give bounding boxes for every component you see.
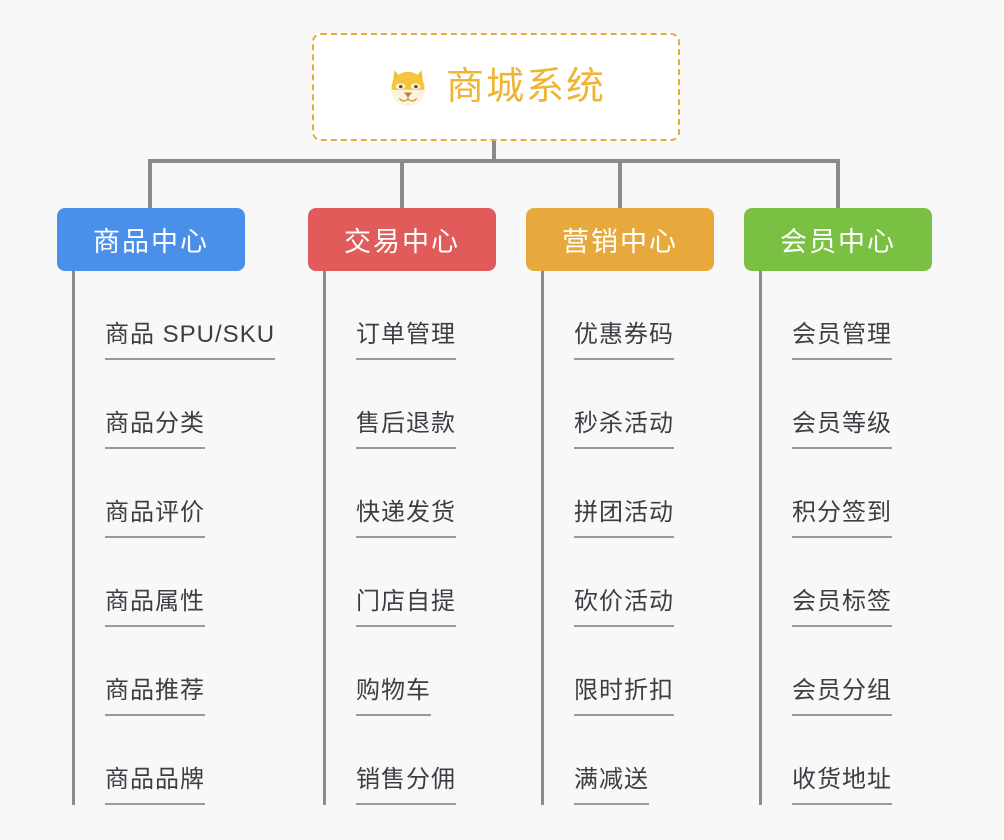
leaf-item[interactable]: 会员等级 xyxy=(759,360,932,449)
leaf-item[interactable]: 优惠券码 xyxy=(541,271,714,360)
connector-drop-4 xyxy=(836,159,840,209)
leaf-item[interactable]: 拼团活动 xyxy=(541,449,714,538)
connector-drop-2 xyxy=(400,159,404,209)
leaf-label: 优惠券码 xyxy=(574,323,674,360)
leaf-item[interactable]: 快递发货 xyxy=(323,449,496,538)
leaf-item[interactable]: 会员标签 xyxy=(759,538,932,627)
connector-horizontal-bar xyxy=(148,159,840,163)
connector-spine-1 xyxy=(72,271,75,805)
leaf-list-3: 优惠券码 秒杀活动 拼团活动 砍价活动 限时折扣 满减送 xyxy=(541,271,714,805)
branch-header-4[interactable]: 会员中心 xyxy=(744,208,932,271)
leaf-label: 会员管理 xyxy=(792,323,892,360)
leaf-list-2: 订单管理 售后退款 快递发货 门店自提 购物车 销售分佣 xyxy=(323,271,496,805)
leaf-item[interactable]: 限时折扣 xyxy=(541,627,714,716)
leaf-item[interactable]: 售后退款 xyxy=(323,360,496,449)
leaf-item[interactable]: 商品评价 xyxy=(72,449,245,538)
leaf-label: 快递发货 xyxy=(356,501,456,538)
leaf-label: 会员标签 xyxy=(792,590,892,627)
leaf-label: 砍价活动 xyxy=(574,590,674,627)
connector-root-stem xyxy=(492,141,496,163)
leaf-item[interactable]: 购物车 xyxy=(323,627,496,716)
leaf-label: 商品分类 xyxy=(105,412,205,449)
leaf-label: 会员等级 xyxy=(792,412,892,449)
leaf-item[interactable]: 秒杀活动 xyxy=(541,360,714,449)
leaf-item[interactable]: 满减送 xyxy=(541,716,714,805)
leaf-label: 拼团活动 xyxy=(574,501,674,538)
leaf-item[interactable]: 积分签到 xyxy=(759,449,932,538)
leaf-label: 售后退款 xyxy=(356,412,456,449)
leaf-label: 购物车 xyxy=(356,679,431,716)
branch-column-2: 交易中心 订单管理 售后退款 快递发货 门店自提 购物车 销售分佣 xyxy=(308,208,496,805)
connector-spine-2 xyxy=(323,271,326,805)
leaf-label: 商品评价 xyxy=(105,501,205,538)
leaf-label: 收货地址 xyxy=(792,768,892,805)
leaf-label: 销售分佣 xyxy=(356,768,456,805)
leaf-item[interactable]: 商品属性 xyxy=(72,538,245,627)
branch-column-3: 营销中心 优惠券码 秒杀活动 拼团活动 砍价活动 限时折扣 满减送 xyxy=(526,208,714,805)
leaf-item[interactable]: 商品 SPU/SKU xyxy=(72,271,276,360)
leaf-label: 秒杀活动 xyxy=(574,412,674,449)
connector-drop-1 xyxy=(148,159,152,209)
connector-spine-3 xyxy=(541,271,544,805)
leaf-label: 商品 SPU/SKU xyxy=(105,323,276,360)
leaf-item[interactable]: 会员分组 xyxy=(759,627,932,716)
branch-header-1[interactable]: 商品中心 xyxy=(57,208,245,271)
root-node-title: 商城系统 xyxy=(445,66,606,108)
leaf-label: 门店自提 xyxy=(356,590,456,627)
leaf-label: 订单管理 xyxy=(356,323,456,360)
leaf-label: 商品品牌 xyxy=(105,768,205,805)
branch-column-1: 商品中心 商品 SPU/SKU 商品分类 商品评价 商品属性 商品推荐 商品品牌 xyxy=(57,208,276,805)
leaf-label: 商品推荐 xyxy=(105,679,205,716)
leaf-label: 满减送 xyxy=(574,768,649,805)
leaf-item[interactable]: 砍价活动 xyxy=(541,538,714,627)
leaf-label: 会员分组 xyxy=(792,679,892,716)
leaf-label: 限时折扣 xyxy=(574,679,674,716)
branch-header-2[interactable]: 交易中心 xyxy=(308,208,496,271)
branch-column-4: 会员中心 会员管理 会员等级 积分签到 会员标签 会员分组 收货地址 xyxy=(744,208,932,805)
leaf-item[interactable]: 销售分佣 xyxy=(323,716,496,805)
leaf-label: 积分签到 xyxy=(792,501,892,538)
leaf-item[interactable]: 收货地址 xyxy=(759,716,932,805)
leaf-item[interactable]: 商品品牌 xyxy=(72,716,245,805)
leaf-item[interactable]: 商品分类 xyxy=(72,360,245,449)
connector-spine-4 xyxy=(759,271,762,805)
leaf-item[interactable]: 会员管理 xyxy=(759,271,932,360)
branch-header-3[interactable]: 营销中心 xyxy=(526,208,714,271)
leaf-list-1: 商品 SPU/SKU 商品分类 商品评价 商品属性 商品推荐 商品品牌 xyxy=(72,271,276,805)
dog-face-icon xyxy=(386,65,430,109)
leaf-item[interactable]: 门店自提 xyxy=(323,538,496,627)
leaf-list-4: 会员管理 会员等级 积分签到 会员标签 会员分组 收货地址 xyxy=(759,271,932,805)
leaf-item[interactable]: 订单管理 xyxy=(323,271,496,360)
leaf-label: 商品属性 xyxy=(105,590,205,627)
leaf-item[interactable]: 商品推荐 xyxy=(72,627,245,716)
connector-drop-3 xyxy=(618,159,622,209)
root-node-mall-system[interactable]: 商城系统 xyxy=(312,33,680,141)
